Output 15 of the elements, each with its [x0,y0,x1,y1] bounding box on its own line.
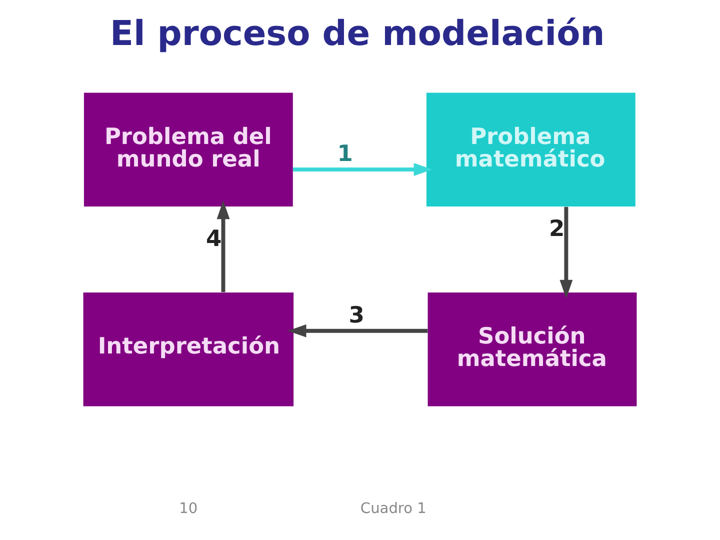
label: 10 [179,501,198,518]
arrow [288,324,428,338]
node-box: Problema matemático [426,92,636,207]
edge-label: 1 [337,141,353,168]
arrow [560,206,573,298]
edge-label: 3 [348,302,364,328]
diagram-title: El proceso de modelación [110,14,605,54]
edge-label: 4 [206,226,222,252]
label: Cuadro 1 [360,501,426,518]
edge-label: 2 [548,216,565,242]
node-box: Problema del mundo real [84,92,293,207]
arrow [293,163,432,176]
node-box: Interpretación [83,292,294,406]
node-box: Solución matemática [428,292,637,406]
arrow [216,200,230,292]
